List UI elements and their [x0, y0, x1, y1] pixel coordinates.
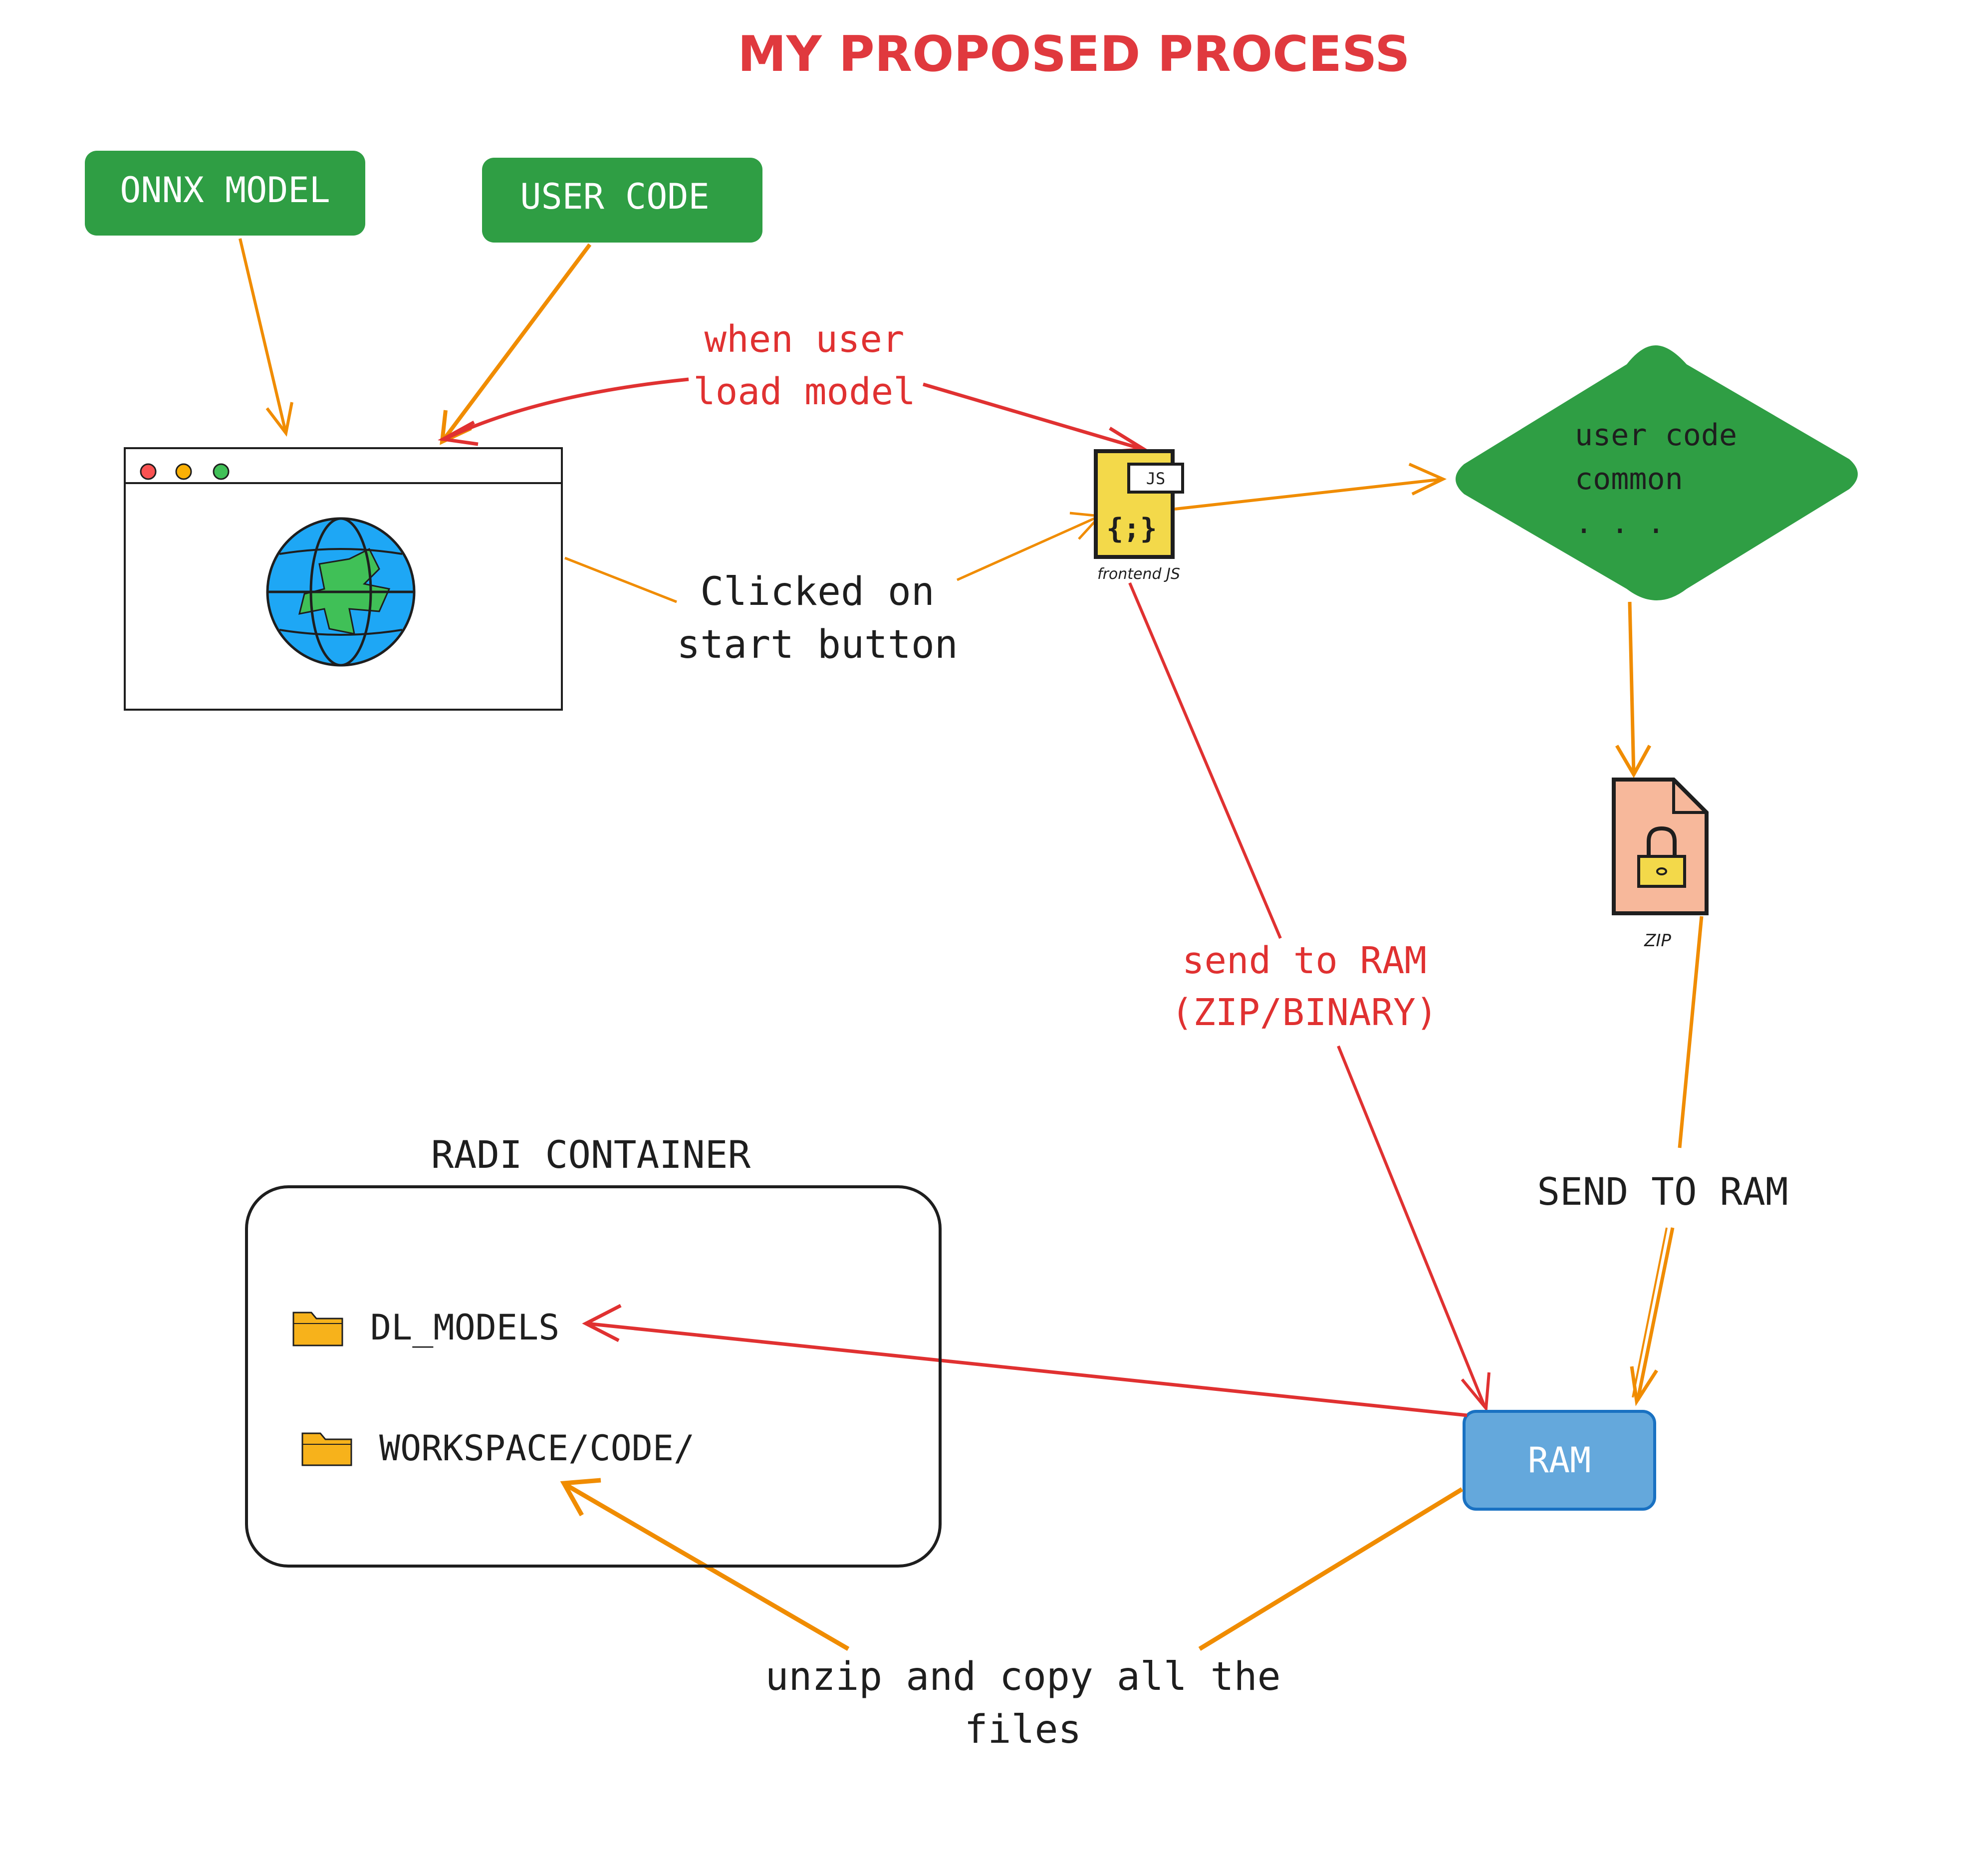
arrow-js-to-diamond — [1174, 463, 1447, 511]
lock-icon — [1637, 826, 1686, 888]
label-zip-binary: (ZIP/BINARY) — [1171, 991, 1438, 1034]
user-code-node: USER CODE — [482, 158, 762, 243]
folder-icon — [301, 1432, 352, 1466]
arrow-onnx-to-browser — [239, 238, 293, 437]
folder-dl-models-label: DL_MODELS — [370, 1307, 559, 1348]
user-code-common-node: user code common . . . — [1456, 345, 1858, 600]
label-clicked-on: Clicked on — [700, 569, 935, 614]
browser-window-icon — [124, 447, 563, 711]
label-unzip-line2: files — [965, 1707, 1082, 1752]
label-load-model: load model — [693, 370, 916, 413]
container-title: RADI CONTAINER — [431, 1132, 751, 1177]
zip-file-icon — [1612, 778, 1709, 915]
onnx-model-label: ONNX MODEL — [120, 170, 330, 211]
folder-icon — [292, 1312, 343, 1346]
label-send-to-ram-red: send to RAM — [1182, 939, 1427, 982]
arrow-ram-to-dl-models — [582, 1304, 1468, 1417]
label-unzip-line1: unzip and copy all the — [765, 1654, 1280, 1699]
ram-node: RAM — [1463, 1410, 1656, 1511]
diamond-line-3: . . . — [1575, 506, 1665, 540]
label-start-button: start button — [677, 622, 958, 667]
svg-text:{;}: {;} — [1106, 513, 1157, 545]
diamond-line-1: user code — [1575, 418, 1737, 453]
diamond-line-2: common — [1575, 462, 1683, 497]
arrow-diamond-to-zip — [1615, 601, 1652, 779]
zip-file-caption: ZIP — [1644, 931, 1671, 951]
js-file-caption: frontend JS — [1097, 565, 1180, 583]
arrow-js-to-ram — [1128, 582, 1491, 1412]
label-when-user: when user — [705, 318, 905, 361]
folder-workspace-code-label: WORKSPACE/CODE/ — [379, 1428, 695, 1469]
radi-container — [245, 1185, 942, 1568]
diagram-title: MY PROPOSED PROCESS — [738, 26, 1410, 83]
globe-icon — [266, 517, 416, 667]
arrow-zip-to-ram — [1630, 916, 1704, 1406]
user-code-label: USER CODE — [520, 176, 709, 217]
js-tag-label: JS — [1146, 469, 1166, 488]
ram-label: RAM — [1528, 1440, 1591, 1481]
label-send-to-ram-orange: SEND TO RAM — [1537, 1169, 1788, 1214]
onnx-model-node: ONNX MODEL — [85, 151, 365, 236]
js-file-icon: JS {;} — [1094, 449, 1184, 559]
